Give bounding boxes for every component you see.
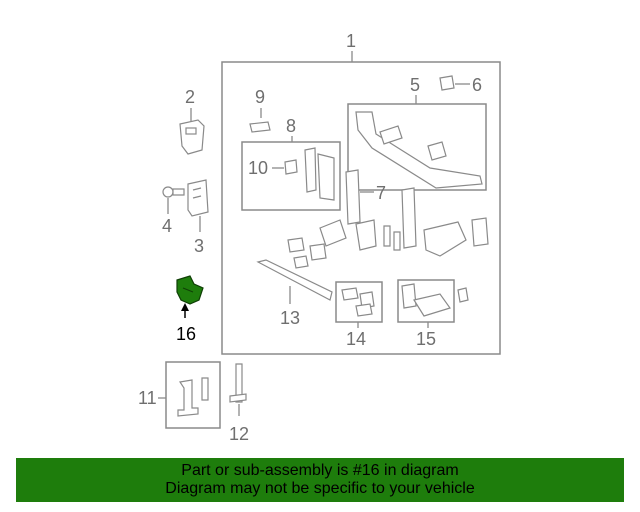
part-bracket-left-a: [287, 237, 305, 253]
part-bracket-center-b: [355, 219, 377, 251]
callout-5[interactable]: 5: [410, 75, 420, 95]
part-14-c: [355, 303, 373, 317]
callout-7[interactable]: 7: [376, 183, 386, 203]
part-pillar-right: [401, 187, 417, 249]
callout-9[interactable]: 9: [255, 87, 265, 107]
callout-12[interactable]: 12: [229, 424, 249, 444]
callout-2[interactable]: 2: [185, 87, 195, 107]
callout-11[interactable]: 11: [138, 388, 157, 408]
part-5-rail: [355, 111, 483, 189]
banner-line-2: Diagram may not be specific to your vehi…: [165, 480, 475, 497]
part-clip-small: [293, 255, 309, 269]
banner-line-1: Part or sub-assembly is #16 in diagram: [181, 462, 459, 479]
callout-3[interactable]: 3: [194, 236, 204, 256]
subassembly-11-box: [165, 361, 221, 429]
part-15-b: [413, 293, 451, 317]
part-6-clip: [439, 75, 455, 91]
part-12-post: [235, 363, 243, 403]
part-2-slot: [185, 127, 197, 135]
part-3-bracket: [187, 179, 209, 217]
part-4-bolt-shank: [172, 188, 185, 196]
part-12-foot: [229, 393, 247, 403]
part-11-bracket: [177, 379, 199, 417]
part-8-panel: [317, 153, 335, 201]
callout-14[interactable]: 14: [346, 329, 366, 349]
callout-6[interactable]: 6: [472, 75, 482, 95]
part-3-detail-b: [192, 195, 202, 199]
part-3-detail-a: [192, 187, 202, 191]
part-11-rod: [201, 377, 209, 401]
part-bracket-right: [423, 221, 467, 257]
part-8-pillar: [304, 147, 317, 193]
info-banner: Part or sub-assembly is #16 in diagram D…: [16, 458, 624, 502]
part-rod-a: [383, 225, 391, 247]
callout-13[interactable]: 13: [280, 308, 300, 328]
callout-16[interactable]: 16: [176, 324, 196, 344]
part-16-highlighted[interactable]: [176, 275, 204, 305]
part-10-clip: [284, 159, 298, 175]
part-15-clip: [457, 287, 469, 303]
callout-1[interactable]: 1: [346, 31, 356, 51]
part-9-clip: [249, 121, 271, 133]
part-13-rail: [256, 259, 333, 301]
callout-15[interactable]: 15: [416, 329, 436, 349]
part-bracket-right-b: [471, 217, 489, 247]
part-rod-b: [393, 231, 401, 251]
part-4-bolt-head: [162, 186, 174, 198]
part-bracket-left-b: [309, 243, 327, 261]
callout-8[interactable]: 8: [286, 116, 296, 136]
part-5-bracket-a: [379, 125, 403, 145]
part-7-pillar: [345, 169, 361, 225]
callout-4[interactable]: 4: [162, 216, 172, 236]
part-15-a: [401, 283, 417, 309]
callout-10[interactable]: 10: [248, 158, 268, 178]
part-14-a: [341, 287, 359, 301]
part-2-plate: [179, 119, 205, 155]
part-bracket-center: [319, 219, 347, 247]
parts-diagram: 1 2 3 4 16 9 8 10 5 6 7: [138, 31, 501, 444]
part-16-detail: [182, 287, 194, 293]
leader-16-arrowhead: [181, 303, 189, 311]
part-5-bracket-b: [427, 141, 447, 161]
